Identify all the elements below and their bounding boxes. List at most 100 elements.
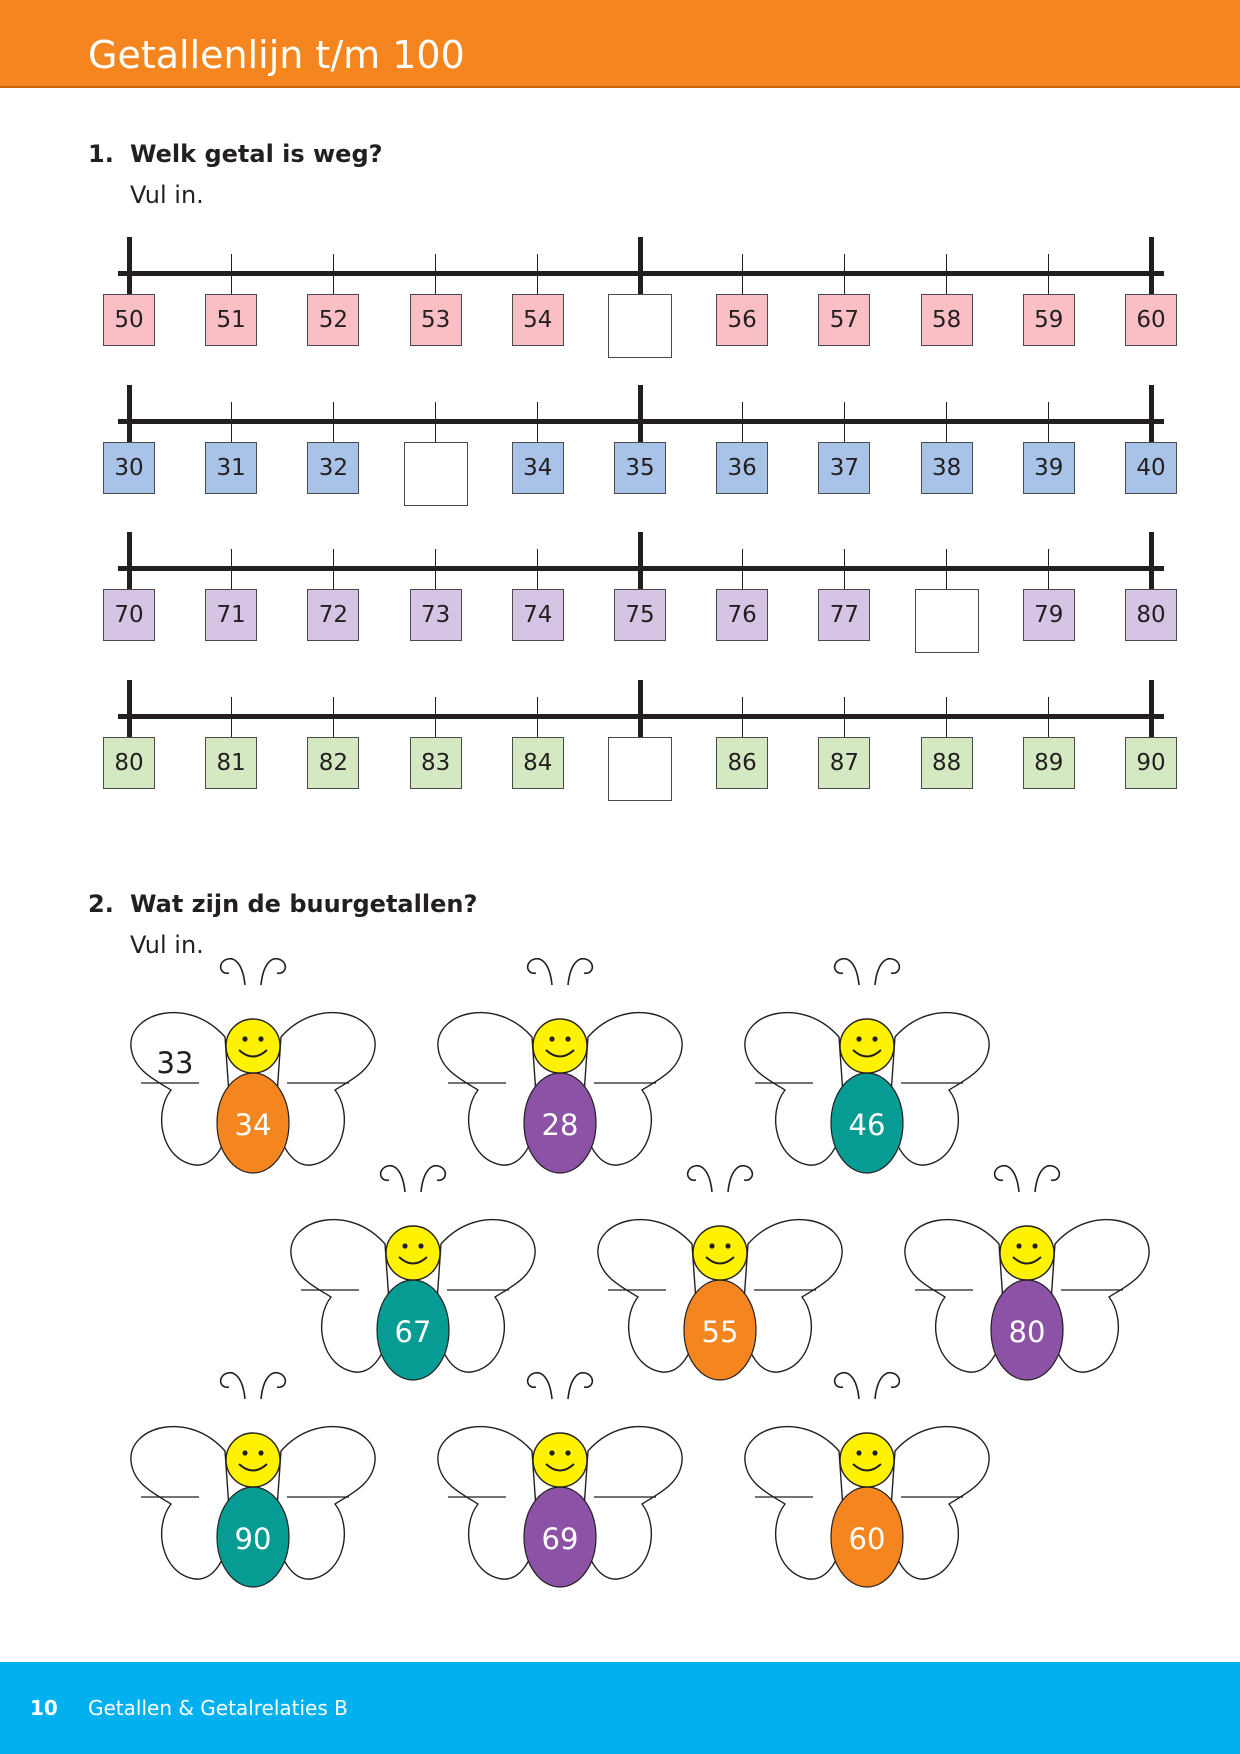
number-box: 73 [409, 589, 462, 641]
smiley-face-icon [532, 1018, 588, 1074]
antenna [567, 958, 594, 986]
eye [549, 1450, 555, 1456]
number-box: 82 [307, 737, 360, 789]
tick-mark [435, 254, 437, 294]
eye [242, 1450, 248, 1456]
number-box: 30 [103, 442, 155, 494]
butterfly: 69 [437, 1372, 683, 1588]
tick-mark [435, 402, 437, 442]
number-box: 54 [511, 294, 564, 346]
answer-box[interactable] [403, 442, 468, 506]
number-box: 31 [205, 442, 258, 494]
smiley-face-icon [225, 1432, 281, 1488]
smile [238, 1463, 268, 1472]
smile [545, 1463, 575, 1472]
right-wing [434, 1218, 536, 1373]
number-box: 36 [716, 442, 769, 494]
smiley-face-icon [839, 1432, 895, 1488]
eye [1032, 1243, 1038, 1249]
answer-box[interactable] [608, 294, 672, 358]
major-tick [637, 385, 643, 444]
butterfly-number: 90 [235, 1522, 272, 1556]
number-box: 79 [1022, 589, 1075, 641]
antenna [1034, 1165, 1061, 1193]
eye [872, 1450, 878, 1456]
smiley-face-icon [225, 1018, 281, 1074]
major-tick [637, 237, 643, 296]
left-wing [130, 1011, 232, 1166]
eye [709, 1243, 715, 1249]
number-box: 77 [818, 589, 871, 641]
tick-mark [741, 697, 743, 737]
butterfly: 28 [437, 958, 683, 1174]
question-1-text: Welk getal is weg? [130, 140, 383, 168]
left-wing [130, 1425, 232, 1580]
butterfly: 90 [130, 1372, 376, 1588]
antenna [219, 1372, 246, 1400]
butterfly-number: 55 [702, 1315, 739, 1349]
right-wing [581, 1011, 683, 1166]
tick-mark [537, 549, 539, 589]
butterfly-number: 60 [849, 1522, 886, 1556]
smiley-face-icon [839, 1018, 895, 1074]
antenna [874, 1372, 901, 1400]
major-tick [126, 385, 132, 444]
antenna [993, 1165, 1020, 1193]
smile [705, 1256, 735, 1265]
page-title: Getallenlijn t/m 100 [88, 33, 465, 77]
number-box: 90 [1125, 737, 1177, 789]
left-wing [290, 1218, 392, 1373]
butterfly: 80 [904, 1165, 1150, 1381]
eye [402, 1243, 408, 1249]
answer-box[interactable] [608, 737, 672, 801]
question-1-title: 1.Welk getal is weg? [88, 142, 383, 166]
smile [238, 1049, 268, 1058]
eye [1016, 1243, 1022, 1249]
antenna [567, 1372, 594, 1400]
antenna [727, 1165, 754, 1193]
smiley-face-icon [999, 1225, 1055, 1281]
butterfly: 67 [290, 1165, 536, 1381]
major-tick [1148, 532, 1154, 591]
number-box: 88 [920, 737, 973, 789]
number-box: 50 [103, 294, 155, 346]
eye [872, 1036, 878, 1042]
number-box: 38 [920, 442, 973, 494]
tick-mark [843, 549, 845, 589]
smile [398, 1256, 428, 1265]
tick-mark [230, 254, 232, 294]
tick-mark [332, 254, 334, 294]
right-wing [888, 1011, 990, 1166]
page-header: Getallenlijn t/m 100 [0, 0, 1240, 88]
tick-mark [1048, 402, 1050, 442]
major-tick [126, 680, 132, 739]
antenna [874, 958, 901, 986]
eye [856, 1450, 862, 1456]
number-box: 74 [511, 589, 564, 641]
number-box: 81 [205, 737, 258, 789]
number-box: 51 [205, 294, 258, 346]
tick-mark [1048, 549, 1050, 589]
tick-mark [843, 254, 845, 294]
major-tick [126, 532, 132, 591]
number-box: 80 [1125, 589, 1177, 641]
answer-box[interactable] [914, 589, 979, 653]
left-wing [597, 1218, 699, 1373]
number-box: 87 [818, 737, 871, 789]
number-box: 76 [716, 589, 769, 641]
eye [418, 1243, 424, 1249]
tick-mark [946, 697, 948, 737]
smile [852, 1463, 882, 1472]
question-2-title: 2.Wat zijn de buurgetallen? [88, 892, 477, 916]
number-box: 89 [1022, 737, 1075, 789]
butterfly-number: 28 [542, 1108, 579, 1142]
major-tick [1148, 385, 1154, 444]
major-tick [637, 532, 643, 591]
number-box: 40 [1125, 442, 1177, 494]
eye [549, 1036, 555, 1042]
eye [258, 1036, 264, 1042]
right-wing [741, 1218, 843, 1373]
antenna [833, 958, 860, 986]
eye [725, 1243, 731, 1249]
